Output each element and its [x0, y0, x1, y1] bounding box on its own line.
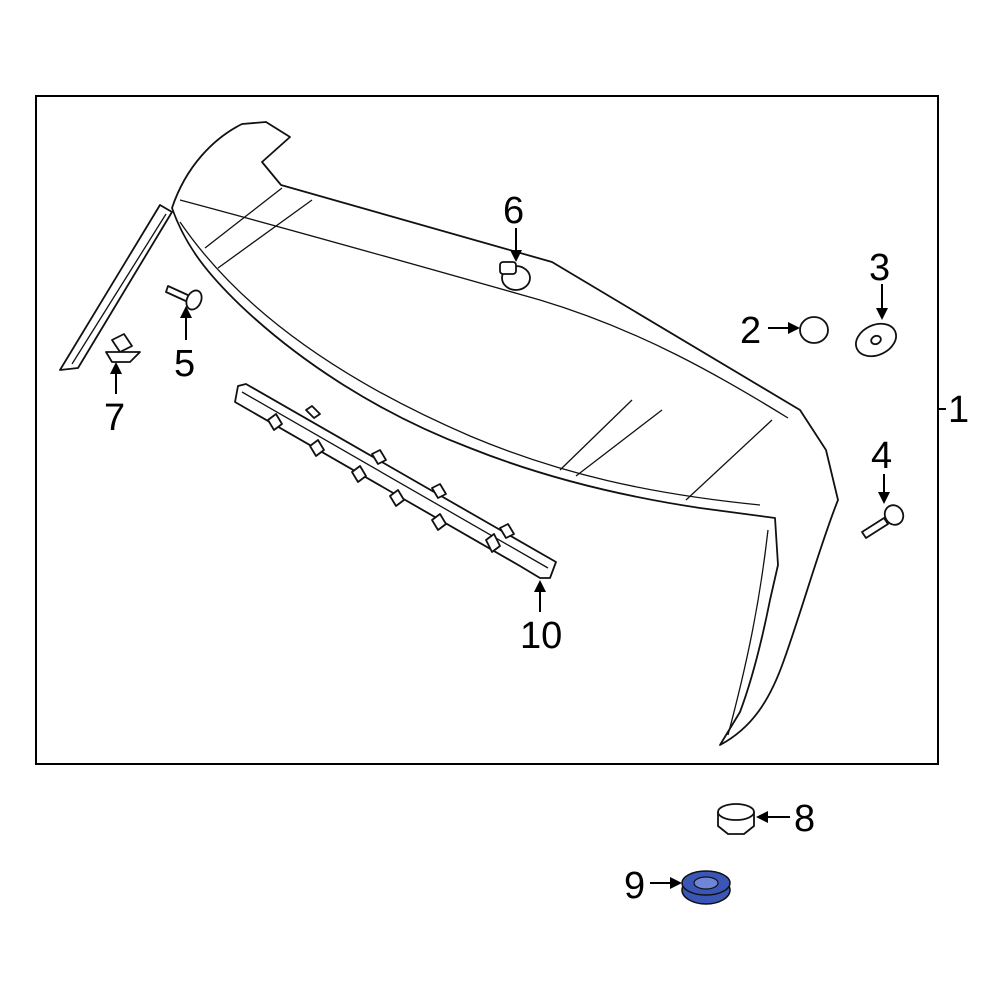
spoiler-body: [59, 121, 839, 746]
washer-part: [855, 322, 897, 358]
callout-8: 8: [794, 798, 815, 840]
screw-part: [165, 285, 203, 311]
assembly-frame: [35, 95, 939, 765]
clip-part: [105, 333, 141, 363]
callout-arrows: [110, 228, 890, 889]
callout-1: 1: [948, 389, 969, 431]
push-pin-part: [499, 261, 531, 291]
cap-part: [799, 316, 829, 344]
callout-3: 3: [869, 247, 890, 289]
callout-10: 10: [520, 615, 562, 657]
callout-7: 7: [104, 397, 125, 439]
callout-2: 2: [740, 310, 761, 352]
callout-4: 4: [871, 435, 892, 477]
bolt-part: [861, 504, 905, 539]
grommet-hole: [693, 876, 719, 890]
grommet-part-highlighted: [681, 870, 731, 905]
callout-5: 5: [174, 343, 195, 385]
brake-light-bar: [234, 383, 557, 579]
callout-9: 9: [624, 865, 645, 907]
flange-nut-part: [717, 803, 755, 835]
callout-6: 6: [503, 190, 524, 232]
